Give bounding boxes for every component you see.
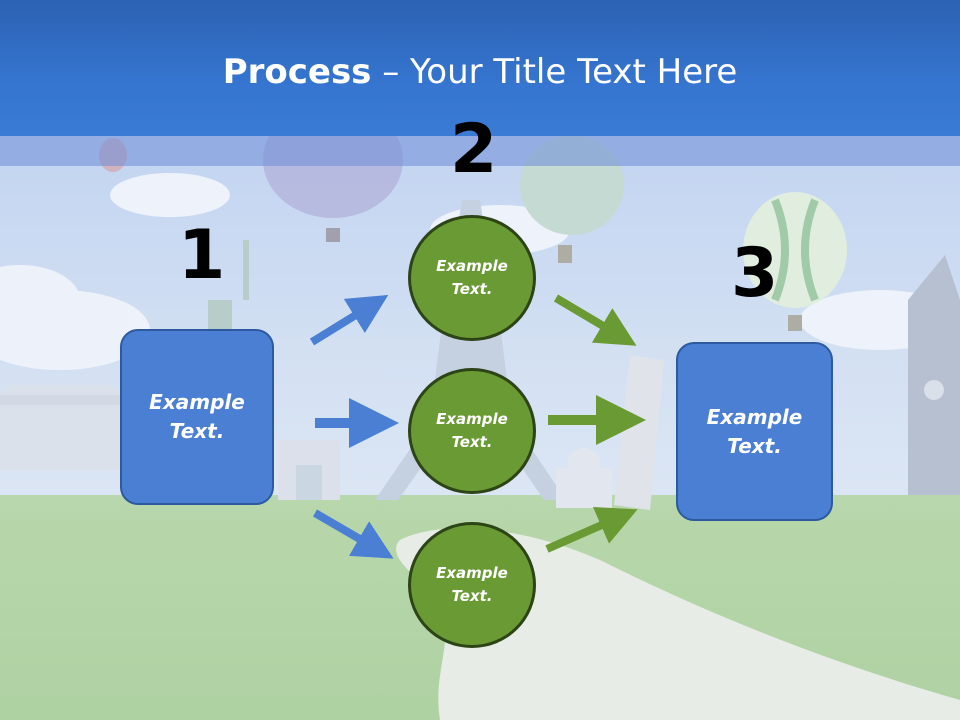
right-box-line-2: Text. [727,433,782,458]
title-bar [0,0,960,136]
circle-top-line-1: Example [436,257,508,275]
step-number-2: 2 [450,110,498,189]
circle-bottom-line-2: Text. [451,587,493,605]
title-rest: – Your Title Text Here [371,52,738,92]
title-strip [0,136,960,166]
dirt-path [396,528,960,720]
taj-mahal [556,448,612,508]
eiffel-tower [375,200,566,500]
step-number-3: 3 [731,234,779,313]
circle-middle-line-1: Example [436,410,508,428]
step-number-1: 1 [178,216,226,295]
arc-de-triomphe [278,440,340,500]
circle-bottom-line-1: Example [436,564,508,582]
parthenon [0,385,125,470]
slide-title: Process – Your Title Text Here [0,52,960,92]
big-ben [908,255,960,495]
title-bold: Process [222,52,372,92]
circle-top-line-2: Text. [451,280,493,298]
left-box-line-2: Text. [169,419,225,443]
left-box-line-1: Example [149,390,245,414]
circle-middle-line-2: Text. [451,433,493,451]
right-box-line-1: Example [706,404,803,429]
